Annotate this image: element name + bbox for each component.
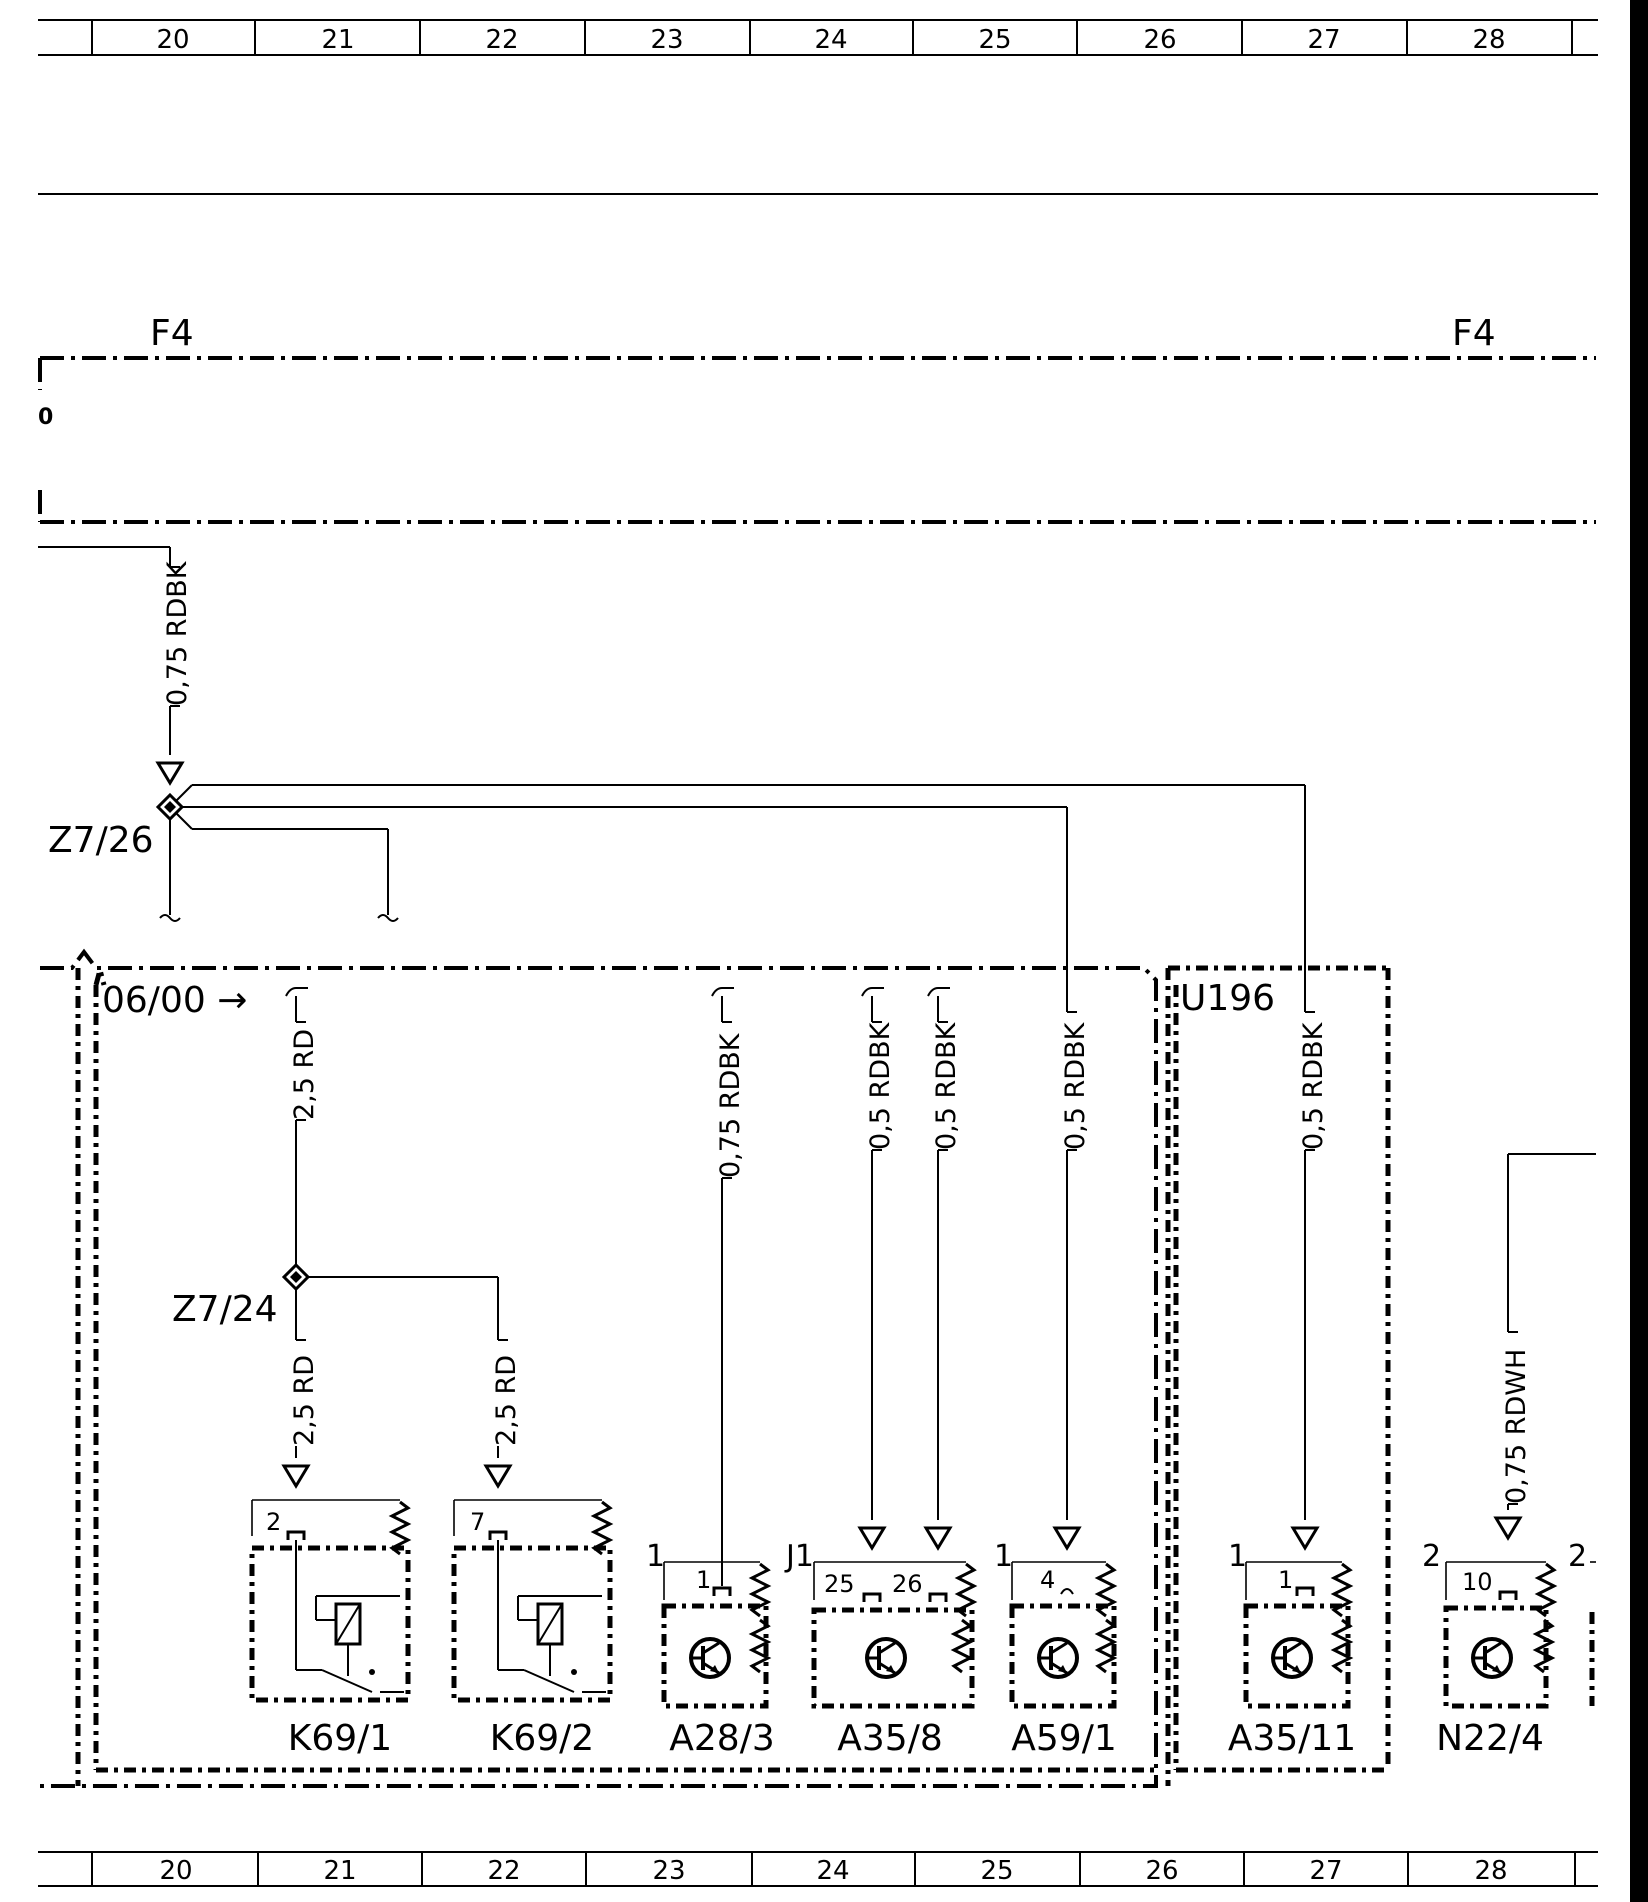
sensor-a35-8: 0,5 RDBK 0,5 RDBK J1 25 26 A35/8 <box>784 987 976 1759</box>
wire-k-left-label: 2,5 RD <box>289 1355 320 1446</box>
sensor-n22-4: 0,75 RDWH 2 10 N22/4 2 <box>1422 1153 1596 1759</box>
wire-a35-8-25-label: 0,5 RDBK <box>865 1021 896 1150</box>
u196-label: U196 <box>1180 978 1275 1019</box>
grid-col-22-bottom: 22 <box>487 1856 520 1886</box>
a35-11-outer-pin: 1 <box>1228 1539 1247 1574</box>
n22-4-right-pin: 2 <box>1568 1539 1587 1574</box>
a59-1-label: A59/1 <box>1011 1718 1116 1759</box>
module-box-u196: U196 <box>1165 965 1391 1786</box>
grid-col-22: 22 <box>485 25 518 55</box>
a28-3-outer-pin: 1 <box>646 1539 665 1574</box>
wire-a28-3-label: 0,75 RDBK <box>715 1032 746 1178</box>
relay-k69-1: 2 K69/1 <box>249 1499 411 1759</box>
k69-feed-wire: 2,5 RD Z7/24 2,5 RD 2,5 RD <box>172 987 522 1488</box>
grid-col-25-bottom: 25 <box>980 1856 1013 1886</box>
wire-k-main-label: 2,5 RD <box>289 1029 320 1120</box>
module-box-main: 06/00 → <box>40 948 1158 1788</box>
a59-1-outer-pin: 1 <box>994 1539 1013 1574</box>
a28-3-pin: 1 <box>696 1566 711 1594</box>
k69-2-pin: 7 <box>470 1508 485 1536</box>
grid-col-26: 26 <box>1143 25 1176 55</box>
grid-col-21-bottom: 21 <box>323 1856 356 1886</box>
module-date-label: 06/00 → <box>102 980 247 1021</box>
relay-k69-2: 7 K69/2 <box>451 1499 613 1759</box>
grid-col-23: 23 <box>650 25 683 55</box>
feed-wire: 0,75 RDBK <box>38 546 193 785</box>
grid-strip-top: 20 21 22 23 24 25 26 27 28 <box>38 19 1598 56</box>
grid-strip-bottom: 20 21 22 23 24 25 26 27 28 <box>38 1851 1598 1887</box>
sensor-a59-1: 0,5 RDBK 1 4 A59/1 <box>994 1011 1117 1759</box>
grid-col-28: 28 <box>1472 25 1505 55</box>
a35-8-outer-pin: J1 <box>784 1539 814 1574</box>
fuse-label-right: F4 <box>1452 313 1496 354</box>
fuse-side-mark: 0 <box>38 405 53 430</box>
splice-z7-24-label: Z7/24 <box>172 1289 278 1330</box>
sensor-a28-3: 0,75 RDBK 1 1 A28/3 <box>646 987 775 1759</box>
fuse-label-left: F4 <box>150 313 194 354</box>
a28-3-label: A28/3 <box>669 1718 774 1759</box>
grid-col-27: 27 <box>1307 25 1340 55</box>
k69-1-label: K69/1 <box>288 1718 392 1759</box>
grid-col-20: 20 <box>156 25 189 55</box>
grid-col-25: 25 <box>978 25 1011 55</box>
sensor-a35-11: 0,5 RDBK 1 1 A35/11 <box>1228 1011 1356 1759</box>
grid-col-20-bottom: 20 <box>159 1856 192 1886</box>
splice-z7-26: Z7/26 <box>48 784 1306 1012</box>
n22-4-pin: 10 <box>1462 1568 1493 1596</box>
n22-4-outer-pin: 2 <box>1422 1539 1441 1574</box>
a59-1-pin: 4 <box>1040 1566 1055 1594</box>
grid-col-27-bottom: 27 <box>1309 1856 1342 1886</box>
grid-col-24: 24 <box>814 25 847 55</box>
wire-a35-8-26-label: 0,5 RDBK <box>931 1021 962 1150</box>
a35-11-pin: 1 <box>1278 1566 1293 1594</box>
grid-col-24-bottom: 24 <box>816 1856 849 1886</box>
k69-2-label: K69/2 <box>490 1718 594 1759</box>
a35-11-label: A35/11 <box>1228 1718 1356 1759</box>
wire-feed-label: 0,75 RDBK <box>162 560 193 706</box>
grid-col-26-bottom: 26 <box>1145 1856 1178 1886</box>
fuse-box-f4: F4 F4 0 <box>38 313 1596 524</box>
wire-n22-4-label: 0,75 RDWH <box>1501 1349 1532 1504</box>
grid-col-23-bottom: 23 <box>652 1856 685 1886</box>
grid-col-21: 21 <box>321 25 354 55</box>
a35-8-pin-25: 25 <box>824 1570 855 1598</box>
n22-4-label: N22/4 <box>1436 1718 1544 1759</box>
a35-8-label: A35/8 <box>837 1718 942 1759</box>
grid-col-28-bottom: 28 <box>1474 1856 1507 1886</box>
wire-a59-1-label: 0,5 RDBK <box>1060 1021 1091 1150</box>
wire-a35-11-label: 0,5 RDBK <box>1298 1021 1329 1150</box>
splice-z7-26-label: Z7/26 <box>48 820 154 861</box>
k69-1-pin: 2 <box>266 1508 281 1536</box>
a35-8-pin-26: 26 <box>892 1570 923 1598</box>
page-edge-bar <box>1630 0 1648 1902</box>
wire-k-right-label: 2,5 RD <box>491 1355 522 1446</box>
